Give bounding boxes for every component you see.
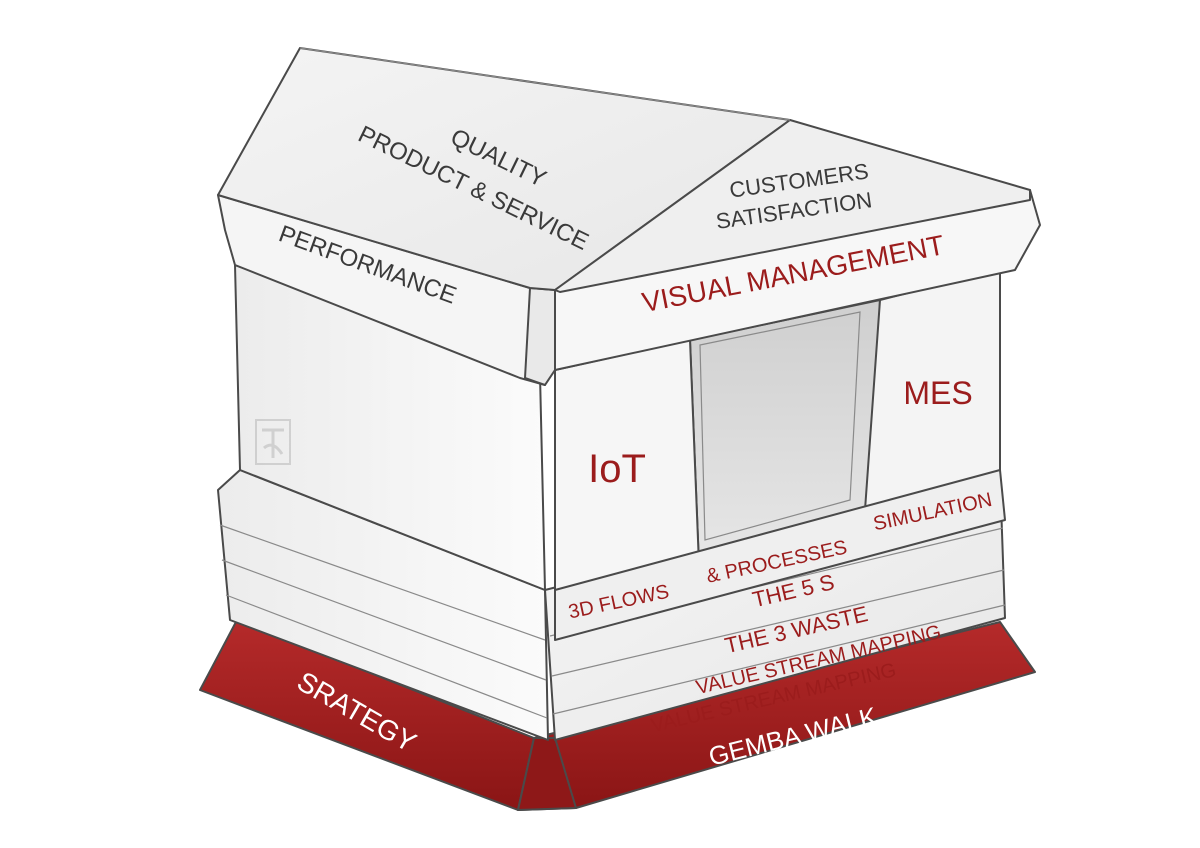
step-line-left-2 bbox=[221, 559, 547, 681]
step-line-right-3 bbox=[552, 604, 1006, 715]
inner-back-wall bbox=[699, 311, 861, 541]
roof-ridge bbox=[299, 47, 791, 121]
front-face bbox=[554, 269, 1006, 641]
pillar-right-label: MES bbox=[903, 375, 972, 411]
step-line-right-2 bbox=[551, 569, 1005, 677]
beam-corner bbox=[524, 287, 556, 386]
step-line-left-1 bbox=[219, 524, 546, 641]
roof-right-face bbox=[554, 119, 1031, 293]
step-band-top bbox=[554, 469, 1006, 641]
steps-left-face bbox=[217, 469, 549, 741]
step-line-left-3 bbox=[225, 594, 548, 719]
watermark-logo bbox=[255, 419, 291, 465]
base-platform bbox=[199, 619, 1036, 811]
pillar-left-label: IoT bbox=[588, 447, 646, 491]
